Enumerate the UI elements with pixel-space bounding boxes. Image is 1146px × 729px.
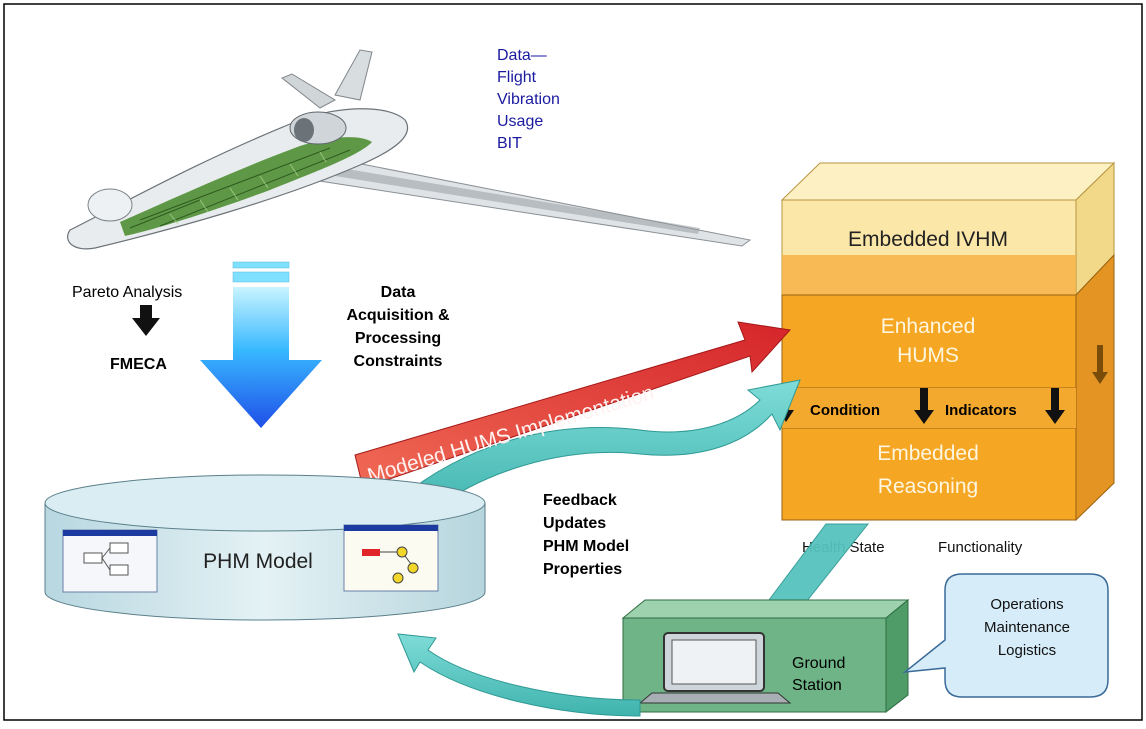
svg-text:Updates: Updates: [543, 515, 606, 532]
embedded-ivhm-label: Embedded IVHM: [848, 228, 1008, 251]
svg-text:Data: Data: [381, 284, 416, 301]
svg-text:Feedback: Feedback: [543, 492, 617, 509]
fmeca-label: FMECA: [110, 356, 167, 373]
down-arrow-icon: [914, 388, 934, 424]
data-flow-down-arrow: [200, 261, 322, 428]
ivhm-cube: [780, 161, 1116, 522]
teal-update-arrow: [397, 379, 801, 521]
data-source-list: Data— Flight Vibration Usage BIT: [497, 47, 560, 152]
indicators-label: Indicators: [945, 402, 1017, 419]
feedback-label: Feedback Updates PHM Model Properties: [543, 492, 629, 578]
svg-text:Processing: Processing: [355, 330, 441, 347]
uav-aircraft-image: [67, 49, 752, 250]
acquisition-constraints-label: Data Acquisition & Processing Constraint…: [346, 284, 450, 370]
condition-label: Condition: [810, 402, 880, 419]
teal-feedback-arrow: [397, 633, 641, 717]
enhanced-hums-label: Enhanced: [881, 315, 976, 338]
svg-text:Constraints: Constraints: [354, 353, 443, 370]
functionality-label: Functionality: [938, 539, 1023, 556]
enhanced-hums-label: HUMS: [897, 344, 959, 367]
ground-station-label: Station: [792, 677, 842, 694]
down-arrow-icon: [132, 305, 160, 336]
data-line: BIT: [497, 135, 522, 152]
svg-text:PHM Model: PHM Model: [543, 538, 629, 555]
pareto-analysis-label: Pareto Analysis: [72, 284, 182, 301]
phm-model-cylinder: [44, 474, 486, 621]
data-line: Flight: [497, 69, 537, 86]
phm-model-label: PHM Model: [203, 550, 313, 573]
model-screenshot-thumb: [343, 524, 439, 592]
svg-text:Acquisition &: Acquisition &: [346, 307, 450, 324]
data-line: Data—: [497, 47, 547, 64]
callout-line: Maintenance: [984, 619, 1070, 636]
ground-station-label: Ground: [792, 655, 845, 672]
model-screenshot-thumb: [62, 529, 158, 593]
ground-station: [621, 598, 910, 714]
data-line: Vibration: [497, 91, 560, 108]
operations-callout: [902, 573, 1109, 698]
embedded-reasoning-label: Embedded: [877, 442, 979, 465]
callout-line: Operations: [990, 596, 1063, 613]
data-line: Usage: [497, 113, 543, 130]
callout-line: Logistics: [998, 642, 1056, 659]
embedded-reasoning-label: Reasoning: [878, 475, 978, 498]
svg-text:Properties: Properties: [543, 561, 622, 578]
down-arrow-icon: [1045, 388, 1065, 424]
